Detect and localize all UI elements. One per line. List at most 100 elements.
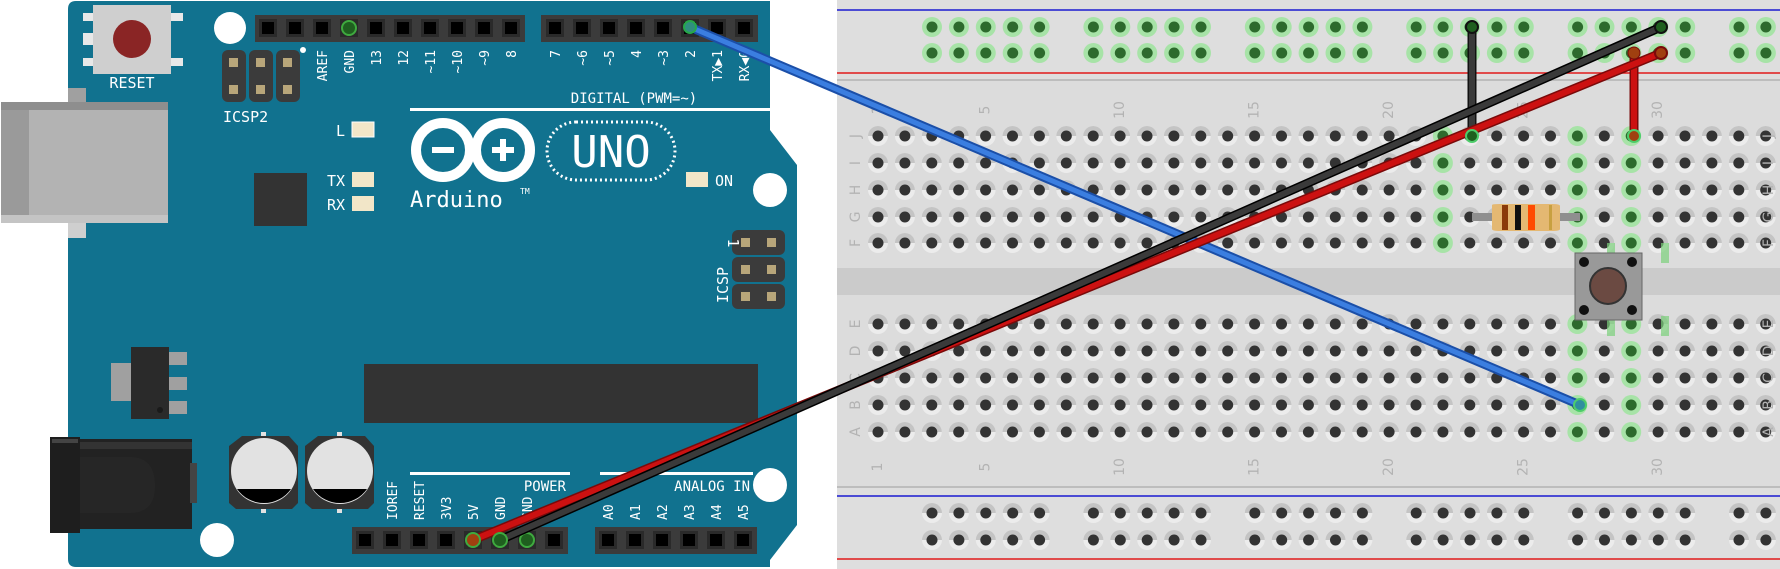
connected-hole[interactable] xyxy=(1729,17,1749,37)
breadboard-hole[interactable] xyxy=(868,153,888,173)
breadboard-hole[interactable] xyxy=(1432,314,1453,334)
breadboard-hole[interactable] xyxy=(1137,314,1157,334)
breadboard-hole[interactable] xyxy=(1486,153,1507,173)
connected-hole[interactable] xyxy=(948,17,969,37)
breadboard-hole[interactable] xyxy=(1460,503,1480,523)
breadboard-hole[interactable] xyxy=(894,126,915,146)
breadboard-hole[interactable] xyxy=(1459,395,1480,415)
connected-hole[interactable] xyxy=(1110,17,1131,37)
breadboard-hole[interactable] xyxy=(1379,341,1400,361)
breadboard-hole[interactable] xyxy=(1379,395,1400,415)
breadboard-hole[interactable] xyxy=(948,207,969,227)
connected-hole[interactable] xyxy=(1486,17,1507,37)
connected-hole[interactable] xyxy=(1567,233,1588,253)
connected-hole[interactable] xyxy=(1567,341,1588,361)
breadboard-hole[interactable] xyxy=(1298,314,1319,334)
breadboard-hole[interactable] xyxy=(1110,314,1131,334)
breadboard-hole[interactable] xyxy=(1137,503,1158,523)
breadboard-hole[interactable] xyxy=(1675,153,1695,173)
connected-hole[interactable] xyxy=(1567,17,1588,37)
breadboard-hole[interactable] xyxy=(1056,233,1077,253)
breadboard-hole[interactable] xyxy=(1029,368,1050,388)
breadboard-hole[interactable] xyxy=(948,153,969,173)
breadboard-hole[interactable] xyxy=(1352,180,1373,200)
connected-hole[interactable] xyxy=(1433,17,1454,37)
breadboard-hole[interactable] xyxy=(1002,126,1023,146)
breadboard-hole[interactable] xyxy=(1648,341,1669,361)
breadboard-hole[interactable] xyxy=(1244,153,1265,173)
breadboard-hole[interactable] xyxy=(1728,368,1749,388)
breadboard-hole[interactable] xyxy=(948,180,969,200)
breadboard-hole[interactable] xyxy=(1002,233,1023,253)
connected-hole[interactable] xyxy=(1513,43,1534,63)
breadboard-hole[interactable] xyxy=(1056,153,1077,173)
breadboard-hole[interactable] xyxy=(948,530,969,550)
breadboard-hole[interactable] xyxy=(1271,153,1292,173)
breadboard-hole[interactable] xyxy=(1137,153,1157,173)
breadboard-hole[interactable] xyxy=(1648,207,1669,227)
breadboard-hole[interactable] xyxy=(1110,503,1131,523)
breadboard-hole[interactable] xyxy=(1083,153,1104,173)
breadboard-hole[interactable] xyxy=(921,395,942,415)
connected-hole[interactable] xyxy=(1432,233,1453,253)
breadboard-hole[interactable] xyxy=(1244,530,1265,550)
breadboard-hole[interactable] xyxy=(1190,341,1211,361)
breadboard-hole[interactable] xyxy=(1298,153,1319,173)
breadboard-hole[interactable] xyxy=(1083,503,1104,523)
breadboard-hole[interactable] xyxy=(1513,233,1534,253)
breadboard-hole[interactable] xyxy=(1190,180,1211,200)
breadboard-hole[interactable] xyxy=(1701,422,1722,442)
breadboard-hole[interactable] xyxy=(1110,233,1131,253)
breadboard-hole[interactable] xyxy=(948,368,969,388)
breadboard-hole[interactable] xyxy=(1486,180,1507,200)
breadboard-hole[interactable] xyxy=(1486,395,1507,415)
breadboard-hole[interactable] xyxy=(868,314,888,334)
breadboard-hole[interactable] xyxy=(1648,422,1669,442)
breadboard-hole[interactable] xyxy=(1728,341,1749,361)
breadboard-hole[interactable] xyxy=(1244,503,1265,523)
breadboard-hole[interactable] xyxy=(868,180,888,200)
breadboard-hole[interactable] xyxy=(1083,422,1104,442)
breadboard-hole[interactable] xyxy=(1755,530,1776,550)
connected-hole[interactable] xyxy=(948,43,969,63)
breadboard-hole[interactable] xyxy=(1513,530,1534,550)
breadboard-hole[interactable] xyxy=(1728,153,1749,173)
breadboard-hole[interactable] xyxy=(975,530,996,550)
breadboard-hole[interactable] xyxy=(1459,368,1480,388)
breadboard-hole[interactable] xyxy=(1163,341,1184,361)
breadboard-hole[interactable] xyxy=(1486,503,1507,523)
connected-hole[interactable] xyxy=(1567,126,1588,146)
breadboard-hole[interactable] xyxy=(1379,233,1400,253)
breadboard-hole[interactable] xyxy=(1217,314,1238,334)
breadboard-hole[interactable] xyxy=(1352,341,1373,361)
breadboard-hole[interactable] xyxy=(1325,207,1346,227)
breadboard-hole[interactable] xyxy=(1163,422,1184,442)
breadboard-hole[interactable] xyxy=(1083,530,1104,550)
breadboard-hole[interactable] xyxy=(1352,233,1373,253)
breadboard-hole[interactable] xyxy=(1594,180,1615,200)
breadboard-hole[interactable] xyxy=(921,180,942,200)
breadboard-hole[interactable] xyxy=(868,233,888,253)
breadboard-hole[interactable] xyxy=(1110,395,1131,415)
connected-hole[interactable] xyxy=(1432,180,1453,200)
connected-hole[interactable] xyxy=(1621,207,1642,227)
breadboard-hole[interactable] xyxy=(1244,233,1265,253)
breadboard-hole[interactable] xyxy=(1137,126,1157,146)
breadboard-hole[interactable] xyxy=(1379,180,1400,200)
breadboard-hole[interactable] xyxy=(1191,503,1211,523)
breadboard-hole[interactable] xyxy=(1244,368,1265,388)
breadboard-hole[interactable] xyxy=(1056,341,1077,361)
breadboard-hole[interactable] xyxy=(1648,395,1669,415)
breadboard-hole[interactable] xyxy=(1244,314,1265,334)
connected-hole[interactable] xyxy=(1621,233,1642,253)
breadboard-hole[interactable] xyxy=(1083,368,1104,388)
breadboard-hole[interactable] xyxy=(1540,233,1561,253)
connected-hole[interactable] xyxy=(1352,17,1373,37)
connected-hole[interactable] xyxy=(1621,17,1642,37)
breadboard-hole[interactable] xyxy=(1164,530,1185,550)
connected-hole[interactable] xyxy=(922,17,942,37)
connected-hole[interactable] xyxy=(1325,43,1346,63)
breadboard-hole[interactable] xyxy=(921,314,942,334)
connected-hole[interactable] xyxy=(1621,180,1642,200)
breadboard-hole[interactable] xyxy=(975,395,996,415)
